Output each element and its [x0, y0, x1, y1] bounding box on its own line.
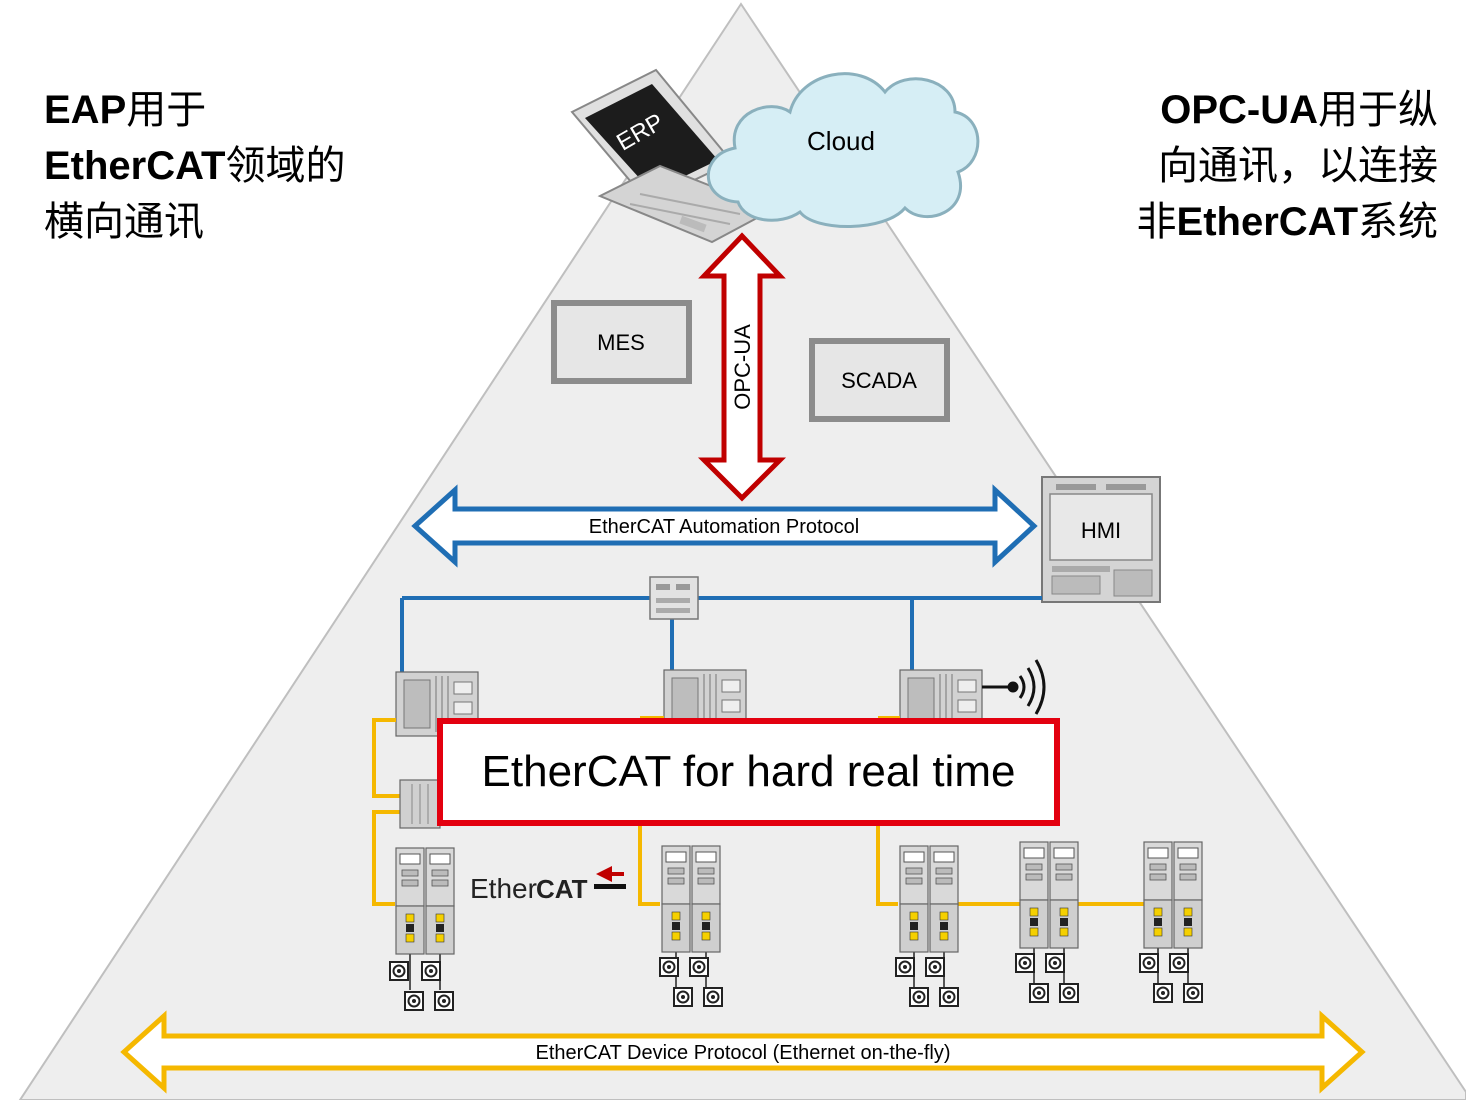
- left-caption-line2-rest: 领域的: [225, 144, 346, 188]
- right-caption-line3-pre: 非: [1136, 200, 1177, 244]
- ethercat-logo: Ether CAT: [470, 866, 626, 904]
- device-protocol-arrow: [120, 1010, 1366, 1094]
- eap-arrow-label: EtherCAT Automation Protocol: [589, 516, 860, 538]
- cloud-icon: [706, 72, 980, 228]
- drive-group-4: [1015, 841, 1079, 1003]
- network-switch: [649, 576, 699, 620]
- logo-word-b: CAT: [536, 874, 588, 904]
- scada-label: SCADA: [841, 368, 917, 393]
- left-caption-line1-rest: 用于: [126, 88, 207, 132]
- right-caption-line3-bold: EtherCAT: [1176, 200, 1358, 244]
- drive-group-3: [895, 845, 959, 1007]
- left-caption-line1-bold: EAP: [44, 88, 127, 132]
- eap-arrow: [411, 484, 1038, 568]
- opcua-arrow-label: OPC-UA: [730, 324, 755, 410]
- right-caption-line3-rest: 系统: [1358, 200, 1438, 244]
- wireless-icon: [982, 659, 1046, 715]
- right-caption-line1-rest: 用于纵: [1318, 88, 1438, 132]
- right-caption: OPC-UA用于纵 向通讯，以连接 非EtherCAT系统: [1137, 82, 1438, 250]
- realtime-label: EtherCAT for hard real time: [481, 747, 1016, 796]
- io-coupler: [399, 779, 441, 829]
- right-caption-line2: 向通讯，以连接: [1158, 144, 1438, 188]
- cloud-label: Cloud: [807, 126, 875, 156]
- realtime-box: EtherCAT for hard real time: [437, 718, 1060, 826]
- eap-network-lines: [400, 596, 1042, 672]
- hmi-label: HMI: [1081, 518, 1121, 543]
- left-caption-line2-bold: EtherCAT: [44, 144, 226, 188]
- left-caption: EAP用于 EtherCAT领域的 横向通讯: [44, 82, 345, 250]
- hmi-panel: [1041, 476, 1161, 603]
- left-caption-line3: 横向通讯: [44, 200, 204, 244]
- scada-box: [809, 338, 950, 422]
- device-arrow-label: EtherCAT Device Protocol (Ethernet on-th…: [536, 1042, 951, 1064]
- mes-box: [551, 300, 692, 384]
- drive-group-2: [659, 845, 723, 1007]
- laptop-icon: [570, 68, 775, 244]
- drive-group-5: [1139, 841, 1203, 1003]
- logo-word-a: Ether: [470, 873, 537, 904]
- mes-label: MES: [597, 330, 645, 355]
- opcua-arrow: [697, 232, 787, 502]
- pyramid-background: [18, 2, 1466, 1101]
- drive-group-1: [389, 847, 455, 1011]
- right-caption-line1-bold: OPC-UA: [1160, 88, 1318, 132]
